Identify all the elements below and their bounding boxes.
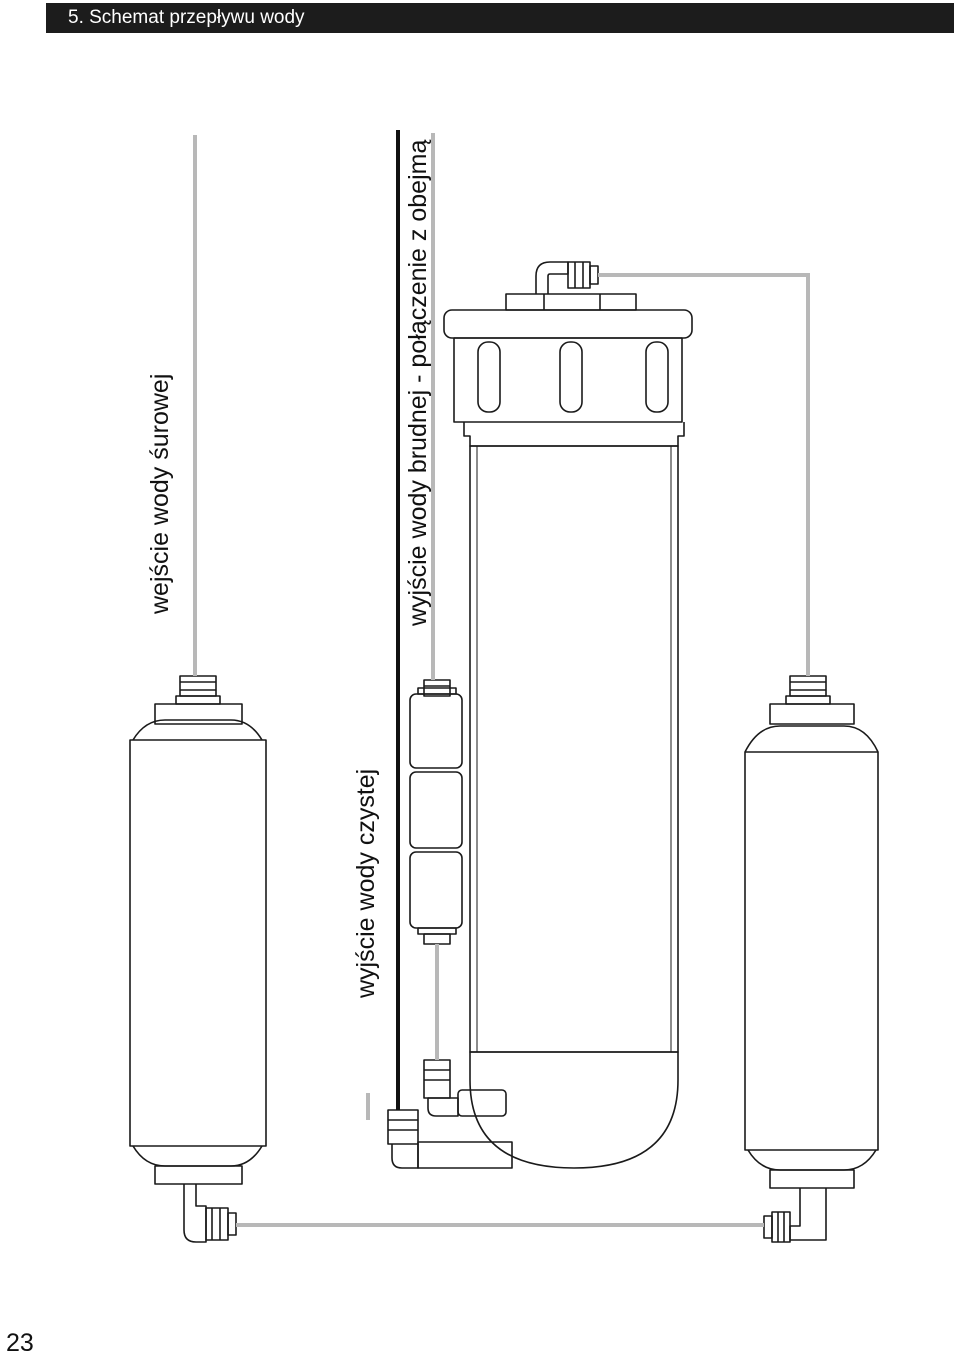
membrane-housing <box>417 261 693 1169</box>
tubing <box>193 133 810 1227</box>
flow-restrictor <box>409 679 463 945</box>
section-title: 5. Schemat przepływu wody <box>68 7 305 28</box>
right-filter-cartridge <box>744 675 879 1243</box>
dirty-water-outlet-label: wyjście wody brudnej - połączenie z obej… <box>404 140 432 627</box>
raw-water-inlet-label: wejście wody śurowej <box>146 374 174 615</box>
connector-tube-top <box>598 273 810 676</box>
clean-water-outlet-label: wyjście wody czystej <box>352 769 380 999</box>
clean-outlet-elbow <box>387 1109 419 1169</box>
page-number: 23 <box>6 1329 34 1357</box>
left-filter-cartridge <box>129 675 267 1243</box>
section-header: 5. Schemat przepływu wody <box>46 3 954 33</box>
